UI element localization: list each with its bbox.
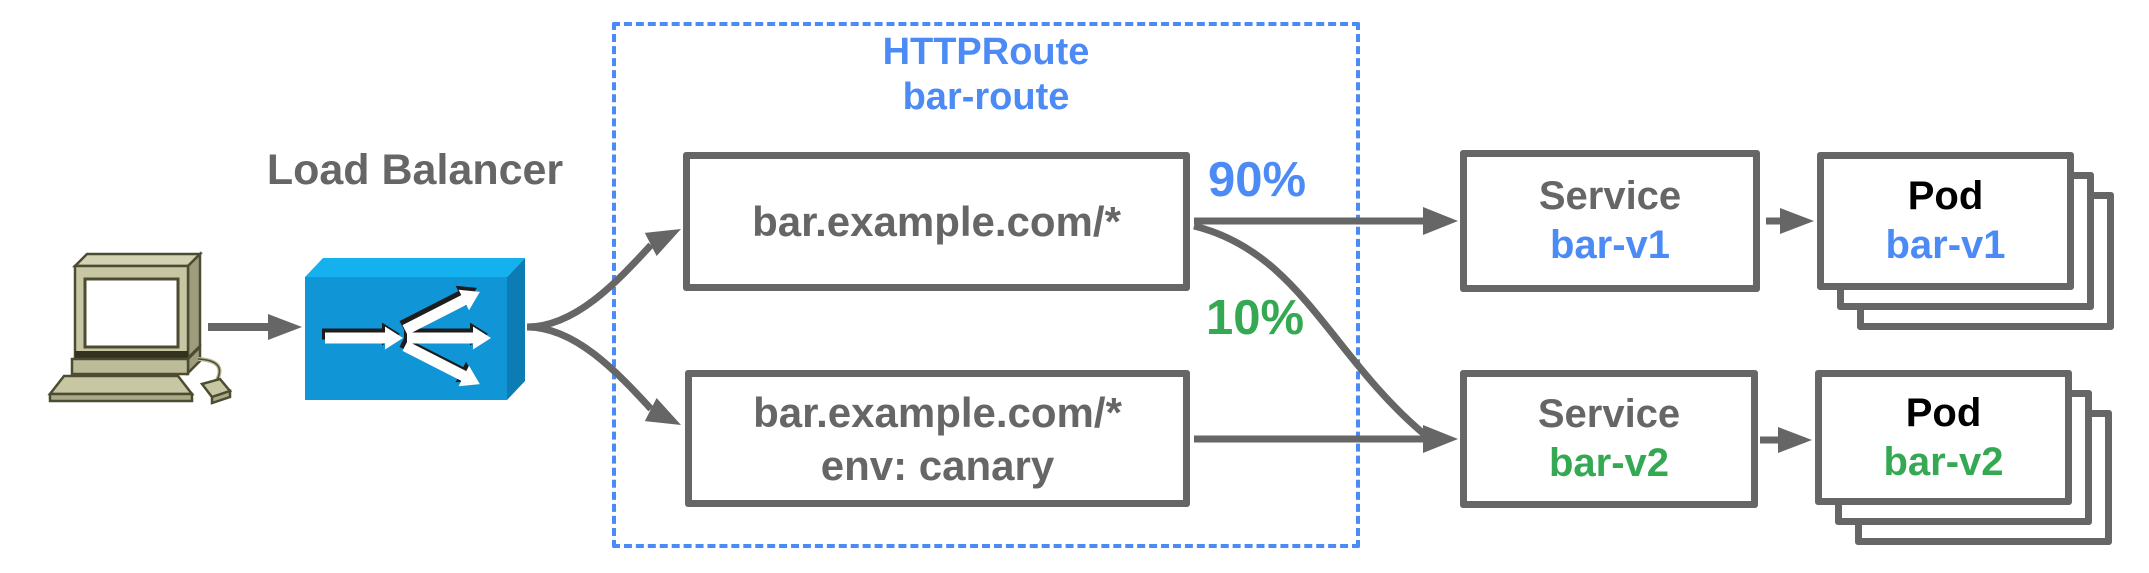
route-rule-canary-box: bar.example.com/* env: canary [685,370,1190,507]
client-to-lb-arrow [208,314,302,340]
httproute-title: HTTPRoute bar-route [612,30,1360,120]
pod-bar-v1-stack: Pod bar-v1 [1817,152,2115,331]
pod-bar-v2-box: Pod bar-v2 [1815,370,2072,505]
service-v1-to-pod-arrow [1766,208,1814,234]
route-rule-primary-match: bar.example.com/* [752,198,1121,245]
pod-v1-name-label: bar-v1 [1885,223,2006,267]
service-bar-v2-box: Service bar-v2 [1460,370,1758,508]
service-v1-name-label: bar-v1 [1549,223,1671,267]
service-v2-kind-label: Service [1537,392,1681,436]
httproute-name-label: bar-route [902,76,1070,118]
route-rule-primary-box: bar.example.com/* [683,152,1190,291]
service-bar-v1-box: Service bar-v1 [1460,150,1760,292]
service-v1-kind-label: Service [1538,174,1682,218]
load-balancer-icon [305,258,525,400]
httproute-kind-label: HTTPRoute [882,31,1090,73]
route-rule-canary-match: bar.example.com/* [753,388,1122,436]
pod-bar-v2-stack: Pod bar-v2 [1815,370,2115,548]
service-v2-name-label: bar-v2 [1548,441,1670,485]
load-balancer-label: Load Balancer [266,146,564,194]
pod-v1-kind-label: Pod [1907,174,1984,218]
weight-90-label: 90% [1208,153,1307,207]
pod-bar-v1-box: Pod bar-v1 [1817,152,2074,290]
pod-v2-kind-label: Pod [1905,390,1982,435]
service-v2-to-pod-arrow [1760,427,1812,453]
computer-icon [47,250,233,405]
route-rule-canary-header: env: canary [820,441,1055,489]
pod-v2-name-label: bar-v2 [1883,439,2004,484]
weight-10-label: 10% [1206,291,1305,345]
